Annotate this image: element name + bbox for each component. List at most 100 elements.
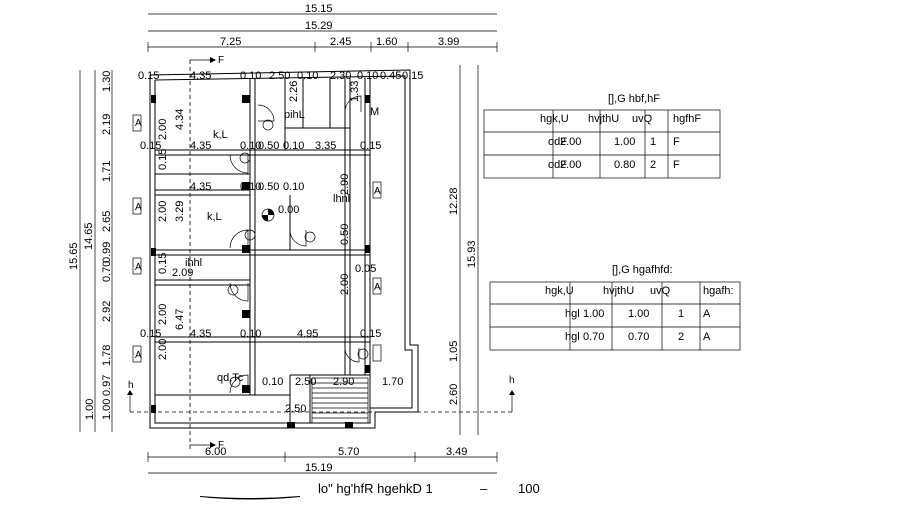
room-labels: k,L k,L pihL lhnl qd,Tc ihhl [185,109,350,384]
svg-text:2.00: 2.00 [157,201,169,222]
svg-text:0.10: 0.10 [240,70,261,82]
bottom-dimensions: 6.00 5.70 3.49 15.19 [147,446,498,474]
svg-text:3.35: 3.35 [315,140,336,152]
svg-text:2.90: 2.90 [339,174,351,195]
drawing-title-text: lo" hg'hfR hgehkD 1 [318,481,433,496]
section-mark-left-h: h [128,380,134,391]
svg-text:0.15: 0.15 [157,149,169,170]
svg-text:2.50: 2.50 [285,403,306,415]
svg-text:A: A [374,186,381,197]
dim-left-seg-11: 1.00 [84,399,96,420]
svg-text:A: A [374,282,381,293]
table1-r1c5: F [673,136,680,148]
dim-left-second: 14.65 [83,222,95,250]
svg-text:0.50: 0.50 [258,140,279,152]
svg-text:2.50: 2.50 [295,376,316,388]
svg-text:2.26: 2.26 [288,81,300,102]
svg-text:2.00: 2.00 [339,274,351,295]
table2-title: [],G hgafhfd: [612,264,673,276]
drawing-title-dash: – [480,481,488,496]
table-windows: [],G hgafhfd: hgk,U hvjthU uvQ hgafh: hg… [489,264,741,351]
svg-text:4.95: 4.95 [297,328,318,340]
room-label-5: qd,Tc [217,372,244,384]
table1-r2c3: 0.80 [614,159,635,171]
svg-text:0.00: 0.00 [278,204,299,216]
svg-text:4.35: 4.35 [190,328,211,340]
svg-text:0.05: 0.05 [355,263,376,275]
drawing-title: lo" hg'hfR hgehkD 1 – 100 [200,481,540,500]
dim-top-overall: 15.15 [305,3,333,15]
svg-text:0.50: 0.50 [339,224,351,245]
room-label-1: k,L [213,129,228,141]
table1-title: [],G hbf,hF [608,93,660,105]
dim-top-second: 15.29 [305,20,333,32]
svg-text:2.90: 2.90 [333,376,354,388]
svg-text:2.30: 2.30 [330,70,351,82]
svg-text:0.10: 0.10 [283,181,304,193]
section-mark-top: F [218,55,224,66]
table2-r1c4: 1 [678,308,684,320]
dim-right-lower-2: 2.60 [448,384,460,405]
table1-r1c1: odF [548,136,567,148]
dim-left-seg-4: 2.65 [101,211,113,232]
table1-r2c2: 2.00 [560,159,581,171]
dim-left-seg-9: 0.97 [101,375,113,396]
table2-r1c5: A [703,308,711,320]
dim-top-seg-1: 7.25 [220,36,241,48]
svg-text:0.15: 0.15 [157,253,169,274]
room-label-4: lhnl [333,193,350,205]
dim-right-upper: 12.28 [448,187,460,215]
table2-r2c2: 0.70 [583,331,604,343]
table1-header-1: hgk,U [540,113,569,125]
svg-text:0.10: 0.10 [283,140,304,152]
svg-text:4.35: 4.35 [190,181,211,193]
dim-left-seg-1: 1.30 [101,71,113,92]
svg-text:0.10: 0.10 [357,70,378,82]
svg-text:4.35: 4.35 [190,70,211,82]
table1-r1c3: 1.00 [614,136,635,148]
top-dimensions: 15.15 15.29 7.25 2.45 1.60 3.99 [147,3,498,52]
dim-left-seg-8: 1.78 [101,345,113,366]
svg-text:0.15: 0.15 [140,140,161,152]
section-mark-bottom: F [218,440,224,451]
svg-text:6.47: 6.47 [174,309,186,330]
room-label-2: k,L [207,211,222,223]
svg-text:0.50: 0.50 [258,181,279,193]
dim-left-seg-2: 2.19 [101,114,113,135]
table-doors: [],G hbf,hF hgk,U hvjthU uvQ hgfhF odF 2… [483,93,721,179]
table1-header-4: hgfhF [673,113,701,125]
dim-top-seg-2: 2.45 [330,36,351,48]
table2-header-4: hgafh: [703,285,734,297]
interior-dimensions: 0.15 4.35 0.10 2.50 0.10 2.30 0.10 0.45 … [138,70,423,415]
section-mark-right-h: h [509,375,515,386]
table1-r1c2: 2.00 [560,136,581,148]
table1-r1c4: 1 [650,136,656,148]
svg-text:2.50: 2.50 [269,70,290,82]
svg-text:0.10: 0.10 [240,140,261,152]
dim-top-seg-3: 1.60 [376,36,397,48]
table2-header-2: hvjthU [603,285,634,297]
table2-header-3: uvQ [650,285,671,297]
left-dimensions: 15.65 14.65 1.30 2.19 1.71 2.65 0.99 0.7… [68,70,113,432]
svg-text:4.35: 4.35 [190,140,211,152]
table1-r2c5: F [673,159,680,171]
svg-text:0.10: 0.10 [262,376,283,388]
svg-text:A: A [135,202,142,213]
dim-left-seg-10: 1.00 [101,399,113,420]
right-dimensions: 12.28 1.05 2.60 15.93 [448,65,479,435]
svg-text:0.15: 0.15 [138,70,159,82]
svg-text:0.15: 0.15 [140,328,161,340]
dim-left-seg-6: 0.70 [101,261,113,282]
table1-header-2: hvjthU [588,113,619,125]
table2-r2c3: 0.70 [628,331,649,343]
table1-r2c1: odF [548,159,567,171]
dim-bottom-seg-3: 3.49 [446,446,467,458]
dim-left-seg-5: 0.99 [101,242,113,263]
table1-header-3: uvQ [632,113,653,125]
svg-text:0.15: 0.15 [360,328,381,340]
svg-text:2.09: 2.09 [172,267,193,279]
svg-text:2.00: 2.00 [157,119,169,140]
table2-r1c1: hgl [565,308,580,320]
section-line: F F h h [127,55,515,451]
fixtures [227,119,369,388]
